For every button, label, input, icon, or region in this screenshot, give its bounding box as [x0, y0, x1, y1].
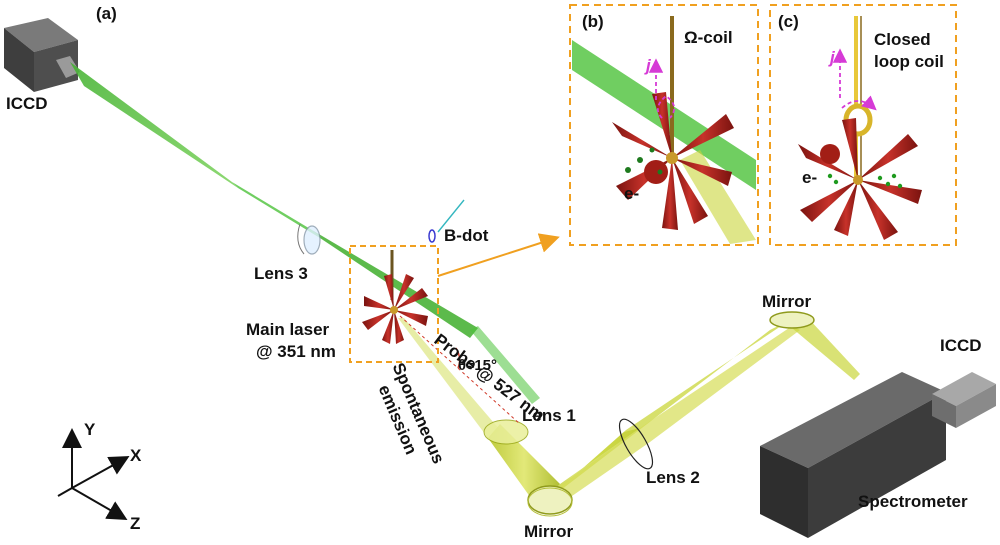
panel-label-b: (b) — [582, 12, 604, 31]
mirror-bottom — [527, 485, 573, 517]
main-laser-label-line2: @ 351 nm — [256, 342, 336, 361]
emission-axis — [399, 315, 521, 425]
iccd-camera-left — [4, 18, 80, 92]
iccd-left-label: ICCD — [6, 94, 48, 113]
lens1-label: Lens 1 — [522, 406, 576, 425]
closed-loop-label-line2: loop coil — [874, 52, 944, 71]
target-region-box — [349, 245, 439, 363]
electron-label-b: e- — [624, 184, 640, 203]
electron-label-c: e- — [802, 168, 818, 187]
inset-c-closed-loop-coil — [769, 4, 957, 246]
mirror-top — [769, 311, 815, 329]
bdot-label: B-dot — [444, 226, 489, 245]
omega-coil-label: Ω-coil — [684, 28, 733, 47]
coordinate-axes — [57, 428, 130, 520]
spectrometer-box — [760, 372, 946, 538]
zoom-arrow — [437, 233, 560, 277]
lens3-label: Lens 3 — [254, 264, 308, 283]
main-laser-label-line1: Main laser — [246, 320, 330, 339]
theta-arc — [455, 347, 461, 369]
spectrometer-label: Spectrometer — [858, 492, 968, 511]
theta-label: θ≈15° — [458, 357, 498, 374]
current-label-b: j — [646, 56, 651, 75]
panel-label-a: (a) — [96, 4, 117, 23]
current-label-c: j — [830, 48, 835, 67]
closed-loop-label-line1: Closed — [874, 30, 931, 49]
panel-label-c: (c) — [778, 12, 799, 31]
lens-3 — [297, 223, 321, 255]
iccd-camera-right — [932, 372, 996, 428]
mirror-bottom-label: Mirror — [524, 522, 574, 541]
iccd-right-label: ICCD — [940, 336, 982, 355]
axis-x-label: X — [130, 446, 142, 465]
target-chamber — [362, 250, 428, 344]
mirror-top-label: Mirror — [762, 292, 812, 311]
axis-y-label: Y — [84, 420, 96, 439]
probe-beam — [70, 62, 540, 404]
lens2-label: Lens 2 — [646, 468, 700, 487]
axis-z-label: Z — [130, 514, 141, 533]
bdot-probe — [428, 199, 465, 243]
inset-b-omega-coil — [569, 4, 759, 246]
